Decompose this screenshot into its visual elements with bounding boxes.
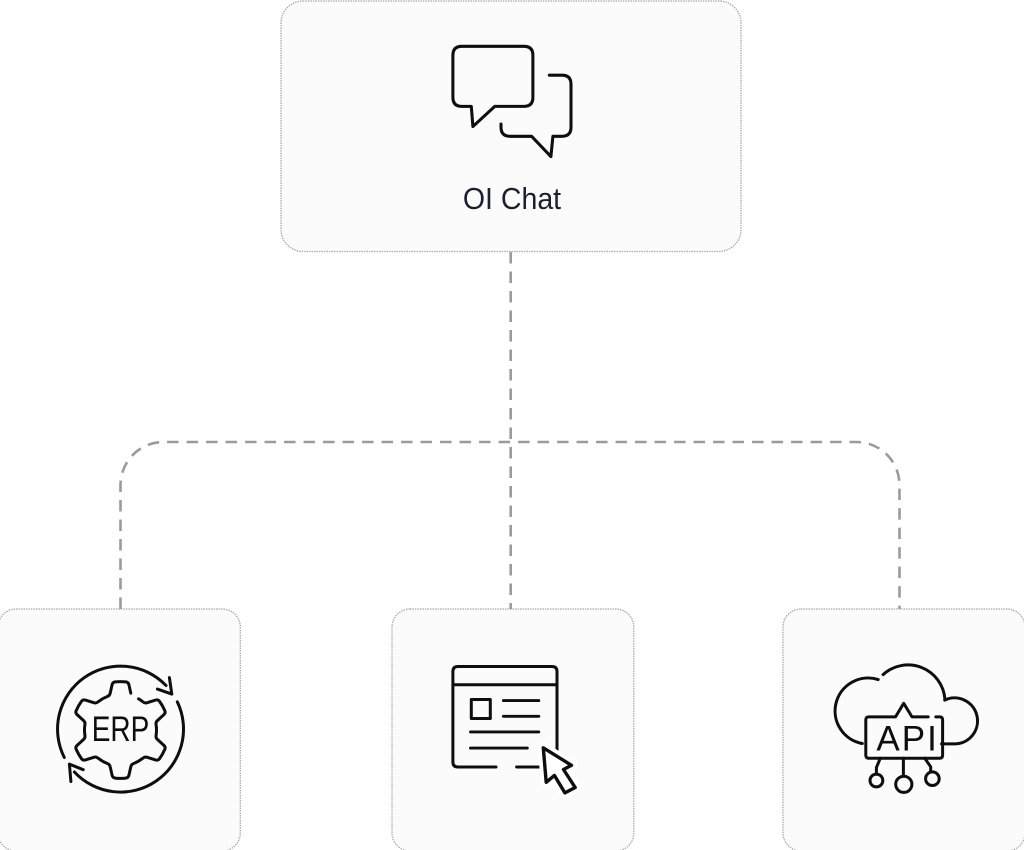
svg-text:API: API: [876, 720, 938, 759]
svg-text:OI Chat: OI Chat: [463, 182, 562, 216]
svg-text:ERP: ERP: [92, 709, 150, 749]
